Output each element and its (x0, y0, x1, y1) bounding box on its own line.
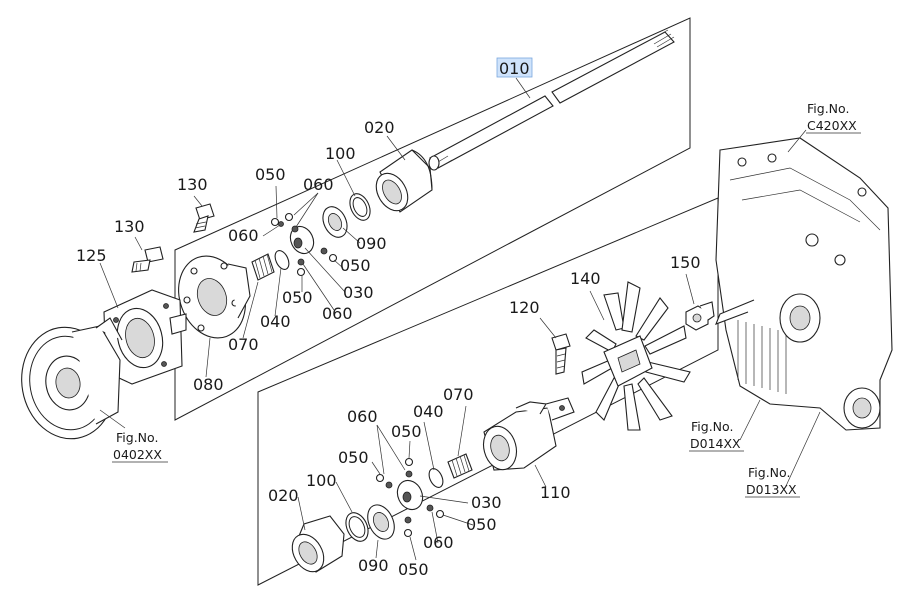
part-label-020[interactable]: 020 (364, 118, 395, 137)
o-ring-upper[interactable] (272, 248, 291, 271)
part-label-125[interactable]: 125 (76, 246, 107, 265)
svg-text:Fig.No.: Fig.No. (116, 430, 158, 445)
bearing-boot-lower[interactable] (286, 515, 345, 577)
highlight-box-010 (496, 57, 533, 78)
part-label-040[interactable]: 040 (413, 402, 444, 421)
figure-ref-c420xx[interactable]: Fig.No. C420XX (806, 101, 861, 134)
part-label-040[interactable]: 040 (260, 312, 291, 331)
cooling-fan[interactable] (581, 281, 691, 431)
part-label-030[interactable]: 030 (343, 283, 374, 302)
universal-joint-cross-upper[interactable] (270, 212, 338, 277)
flange-housing[interactable] (103, 289, 187, 385)
washer-lower[interactable] (363, 501, 400, 544)
figure-ref-d013xx[interactable]: Fig.No. D013XX (745, 465, 800, 498)
svg-text:0402XX: 0402XX (113, 447, 162, 462)
figure-ref-0402xx[interactable]: Fig.No. 0402XX (112, 430, 168, 463)
svg-text:D013XX: D013XX (746, 482, 797, 497)
drive-shaft-part[interactable] (428, 29, 675, 171)
spring-upper[interactable] (251, 253, 275, 281)
lock-nut[interactable] (685, 301, 715, 331)
part-label-050[interactable]: 050 (391, 422, 422, 441)
part-label-060[interactable]: 060 (347, 407, 378, 426)
washer-upper[interactable] (318, 203, 351, 241)
leader-lines-upper (99, 77, 531, 429)
part-label-050[interactable]: 050 (466, 515, 497, 534)
part-label-010[interactable]: 010 (499, 59, 530, 78)
part-label-150[interactable]: 150 (670, 253, 701, 272)
part-label-070[interactable]: 070 (443, 385, 474, 404)
svg-text:Fig.No.: Fig.No. (807, 101, 849, 116)
universal-joint-cross-lower[interactable] (375, 457, 445, 538)
part-label-050[interactable]: 050 (255, 165, 286, 184)
figure-ref-d014xx[interactable]: Fig.No. D014XX (689, 419, 744, 452)
o-ring-lower[interactable] (426, 466, 445, 489)
part-label-140[interactable]: 140 (570, 269, 601, 288)
svg-text:Fig.No.: Fig.No. (748, 465, 790, 480)
fan-bolt[interactable] (551, 333, 571, 375)
part-label-130[interactable]: 130 (114, 217, 145, 236)
hex-bolt-lower[interactable] (131, 246, 164, 273)
part-label-050[interactable]: 050 (398, 560, 429, 579)
part-label-060[interactable]: 060 (228, 226, 259, 245)
part-label-080[interactable]: 080 (193, 375, 224, 394)
pulley-part[interactable] (13, 317, 123, 446)
part-label-050[interactable]: 050 (338, 448, 369, 467)
part-label-100[interactable]: 100 (306, 471, 337, 490)
part-label-050[interactable]: 050 (340, 256, 371, 275)
part-label-020[interactable]: 020 (268, 486, 299, 505)
part-label-120[interactable]: 120 (509, 298, 540, 317)
part-label-050[interactable]: 050 (282, 288, 313, 307)
transmission-housing[interactable] (715, 137, 893, 431)
snap-ring-upper[interactable] (346, 191, 374, 224)
part-label-030[interactable]: 030 (471, 493, 502, 512)
part-label-060[interactable]: 060 (322, 304, 353, 323)
spring-lower[interactable] (447, 453, 473, 479)
part-label-070[interactable]: 070 (228, 335, 259, 354)
part-label-060[interactable]: 060 (303, 175, 334, 194)
flange-coupling[interactable] (168, 247, 257, 348)
part-label-090[interactable]: 090 (358, 556, 389, 575)
bearing-boot-upper[interactable] (370, 149, 433, 216)
svg-text:Fig.No.: Fig.No. (691, 419, 733, 434)
svg-text:C420XX: C420XX (807, 118, 857, 133)
svg-text:D014XX: D014XX (690, 436, 741, 451)
part-label-110[interactable]: 110 (540, 483, 571, 502)
part-label-130[interactable]: 130 (177, 175, 208, 194)
leader-lines-lower (297, 129, 821, 561)
hex-bolt-upper[interactable] (193, 203, 215, 233)
yoke-housing[interactable] (479, 397, 575, 473)
part-label-060[interactable]: 060 (423, 533, 454, 552)
part-label-100[interactable]: 100 (325, 144, 356, 163)
part-label-090[interactable]: 090 (356, 234, 387, 253)
snap-ring-lower[interactable] (342, 509, 373, 545)
